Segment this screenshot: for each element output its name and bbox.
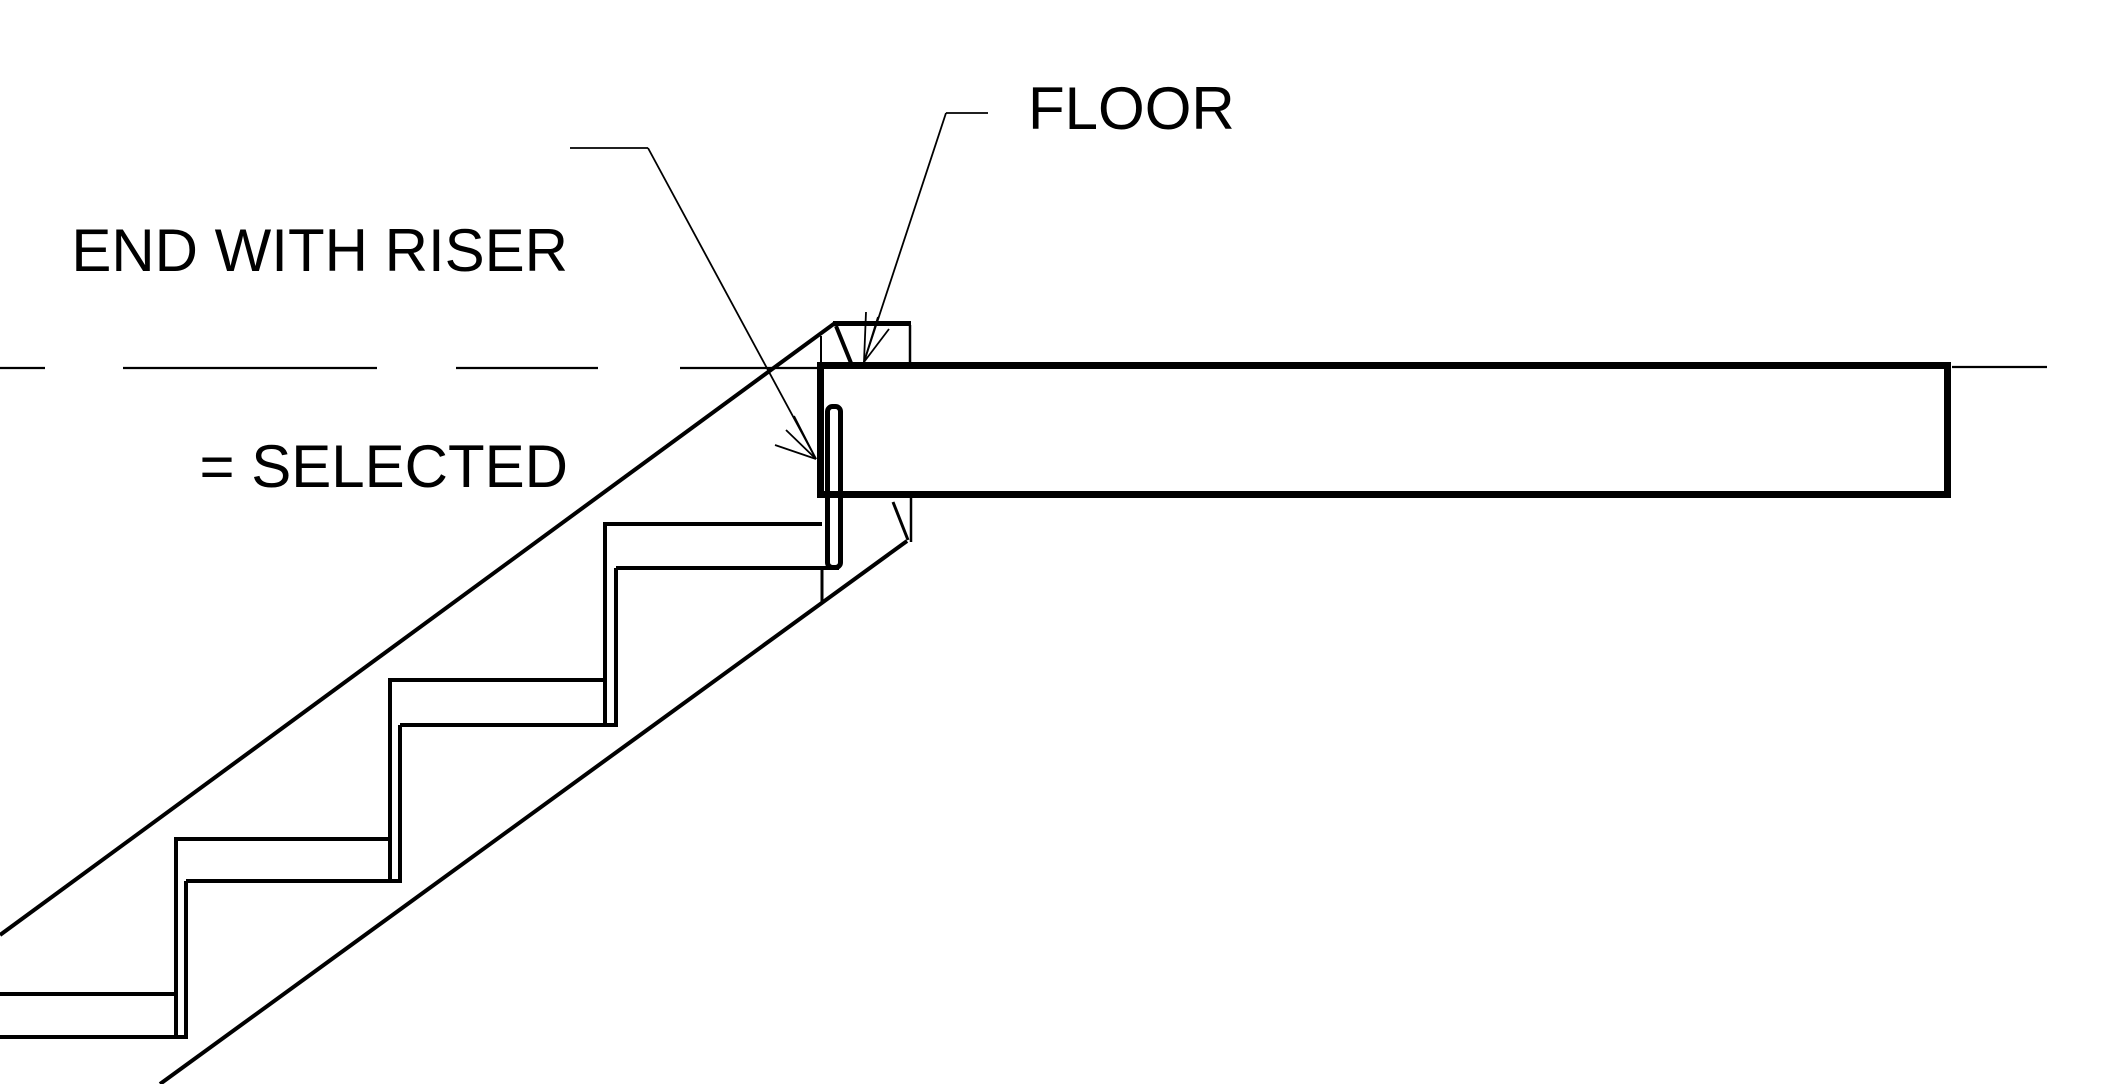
label-end-with-riser-line2: = SELECTED	[199, 433, 568, 500]
floor-slab	[817, 362, 1951, 498]
arrowhead-end-with-riser	[774, 415, 817, 460]
label-end-with-riser-line1: END WITH RISER	[71, 217, 568, 284]
level-line	[0, 365, 2047, 370]
stringer-end-cut	[820, 321, 912, 364]
leader-end-with-riser	[570, 147, 817, 460]
label-end-with-riser: END WITH RISER = SELECTED	[0, 71, 568, 647]
label-floor: FLOOR	[1028, 75, 1235, 142]
arrowhead-floor	[863, 311, 890, 363]
leader-floor	[863, 112, 988, 363]
selected-riser[interactable]	[825, 404, 843, 570]
stringer-top-line	[0, 321, 837, 937]
stair-steps	[0, 522, 839, 1039]
stair-soffit	[158, 498, 913, 1084]
